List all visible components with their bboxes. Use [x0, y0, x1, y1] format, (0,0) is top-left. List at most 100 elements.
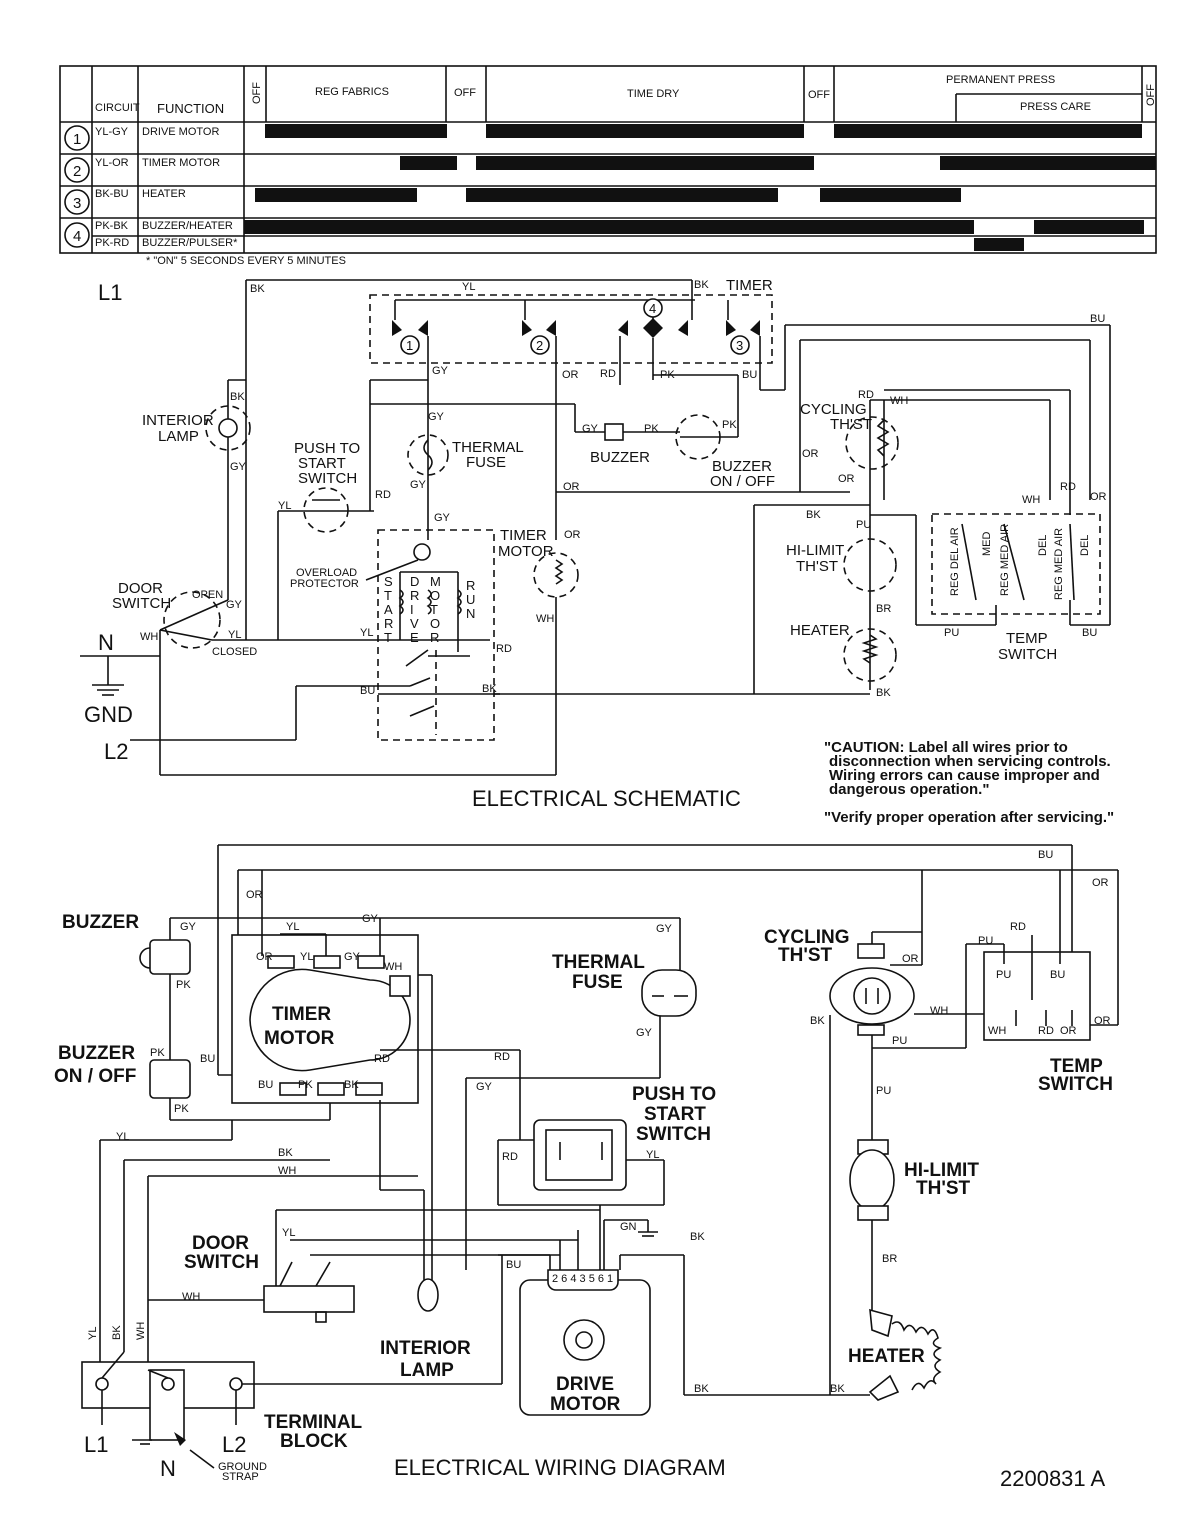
wire-label-gy: GY: [428, 411, 445, 423]
wiring-timer-motor-label-2: MOTOR: [264, 1028, 335, 1049]
row2-function: TIMER MOTOR: [142, 157, 220, 169]
wire-label-gy: GY: [432, 365, 449, 377]
wiring-hi-limit-label-2: TH'ST: [916, 1178, 971, 1199]
wire-label-gy: GY: [476, 1081, 493, 1093]
wire-label-bu: BU: [1090, 313, 1105, 325]
wiring-l1-label: L1: [84, 1432, 108, 1457]
door-closed-label: CLOSED: [212, 646, 257, 658]
timer-contact-4-num: 4: [649, 301, 656, 316]
svg-text:disconnection when servicing c: disconnection when servicing controls.: [829, 753, 1111, 770]
interior-lamp-label-1: INTERIOR: [142, 412, 214, 429]
wire-label-or: OR: [1092, 877, 1109, 889]
wire-label-or: OR: [802, 448, 819, 460]
wiring-buzzer-label: BUZZER: [62, 912, 139, 933]
timer-terminal: [355, 1082, 383, 1096]
wire-label-bu: BU: [200, 1053, 215, 1065]
wire-label-rd: RD: [1060, 481, 1076, 493]
wire-label-pu: PU: [944, 627, 959, 639]
row4-num: 4: [73, 228, 81, 245]
wire-label-or: OR: [838, 473, 855, 485]
row3-function: HEATER: [142, 188, 186, 200]
wire-label-pk: PK: [644, 423, 659, 435]
wire-label-or: OR: [562, 369, 579, 381]
buzzer-label: BUZZER: [590, 449, 650, 466]
electrical-schematic: L1 N GND L2 BK YL BK TIMER 1: [80, 277, 1114, 826]
wire-label-bk: BK: [876, 687, 891, 699]
wire-label-bk: BK: [278, 1147, 293, 1159]
wire-label-gy: GY: [362, 913, 379, 925]
motor-label: M O T O R: [430, 574, 441, 645]
row3-bar: [466, 188, 778, 202]
thermal-fuse-label-2: FUSE: [466, 454, 506, 471]
interior-lamp-symbol: [218, 418, 238, 438]
buzzer-onoff-label-2: ON / OFF: [710, 473, 775, 490]
overload-label-2: PROTECTOR: [290, 578, 359, 590]
push-start-label-2: START: [298, 455, 346, 472]
push-start-label-1: PUSH TO: [294, 440, 360, 457]
svg-text:R: R: [410, 588, 419, 603]
timer-contact-4: [643, 298, 663, 318]
wire-label-gy: GY: [434, 512, 451, 524]
svg-text:T: T: [430, 602, 438, 617]
row4-bar: [1034, 220, 1144, 234]
wiring-interior-lamp-label-1: INTERIOR: [380, 1338, 471, 1359]
heater-label: HEATER: [790, 622, 850, 639]
wire-label-bu: BU: [506, 1259, 521, 1271]
header-time-dry: TIME DRY: [627, 88, 680, 100]
wire-label-wh: WH: [135, 1322, 147, 1340]
wire-label-bk: BK: [250, 283, 265, 295]
wiring-buzzer-onoff-label-1: BUZZER: [58, 1043, 135, 1064]
wire-label-gy: GY: [656, 923, 673, 935]
row4-circuit: PK-BK: [95, 220, 129, 232]
row3-bar: [820, 188, 961, 202]
hi-limit-label-1: HI-LIMIT: [786, 542, 844, 559]
wire-label-yl: YL: [282, 1227, 295, 1239]
caution-note: "CAUTION: Label all wires prior to disco…: [824, 739, 1114, 826]
header-function: FUNCTION: [157, 101, 224, 116]
wire-label-gy: GY: [636, 1027, 653, 1039]
wiring-thermal-fuse-label-2: FUSE: [572, 972, 623, 993]
terminal-block-label-1: TERMINAL: [264, 1412, 363, 1433]
row1-function: DRIVE MOTOR: [142, 126, 219, 138]
wire-label-bk: BK: [482, 683, 497, 695]
row3-circuit: BK-BU: [95, 188, 129, 200]
wire-label-wh: WH: [890, 395, 908, 407]
timer-sequence-chart: CIRCUIT FUNCTION OFF REG FABRICS OFF TIM…: [59, 65, 1157, 267]
cycling-thst-label-1: CYCLING: [800, 401, 867, 418]
header-circuit: CIRCUIT: [95, 102, 140, 114]
wiring-cycling-thst-label-2: TH'ST: [778, 945, 833, 966]
row1-circuit: YL-GY: [95, 126, 129, 138]
run-winding-label: R U N: [466, 578, 475, 621]
wire-label-wh: WH: [930, 1005, 948, 1017]
wire-label-yl: YL: [300, 951, 313, 963]
wire-label-wh: WH: [140, 631, 158, 643]
row1-bar: [486, 124, 804, 138]
svg-text:REG MED AIR: REG MED AIR: [1053, 528, 1065, 600]
wire-label-bu: BU: [1038, 849, 1053, 861]
timer-terminal: [389, 975, 411, 997]
wire-label-bk: BK: [830, 1383, 845, 1395]
wire-label-pu: PU: [978, 935, 993, 947]
buzzer-symbol: [604, 423, 624, 441]
wire-label-pu: PU: [876, 1085, 891, 1097]
timer-motor-label-1: TIMER: [500, 527, 547, 544]
wiring-n-label: N: [160, 1456, 176, 1481]
circuit-number-1: [64, 125, 90, 151]
wire-label-bu: BU: [1082, 627, 1097, 639]
row3-bar: [255, 188, 417, 202]
wire-label-bk: BK: [690, 1231, 705, 1243]
wiring-drive-motor-label-2: MOTOR: [550, 1394, 621, 1415]
wire-label-yl: YL: [228, 629, 241, 641]
wire-label-or: OR: [1094, 1015, 1111, 1027]
wiring-door-switch-label-2: SWITCH: [184, 1252, 259, 1273]
wire-label-bk: BK: [230, 391, 245, 403]
wire-label-rd: RD: [496, 643, 512, 655]
wire-label-or: OR: [564, 529, 581, 541]
schematic-title: ELECTRICAL SCHEMATIC: [472, 786, 741, 811]
wiring-heater-label: HEATER: [848, 1346, 925, 1367]
wire-label-pk: PK: [150, 1047, 165, 1059]
wire-label-bu: BU: [258, 1079, 273, 1091]
wire-label-gy: GY: [226, 599, 243, 611]
schematic-l2: L2: [104, 739, 128, 764]
wiring-thermal-fuse-label-1: THERMAL: [552, 952, 645, 973]
